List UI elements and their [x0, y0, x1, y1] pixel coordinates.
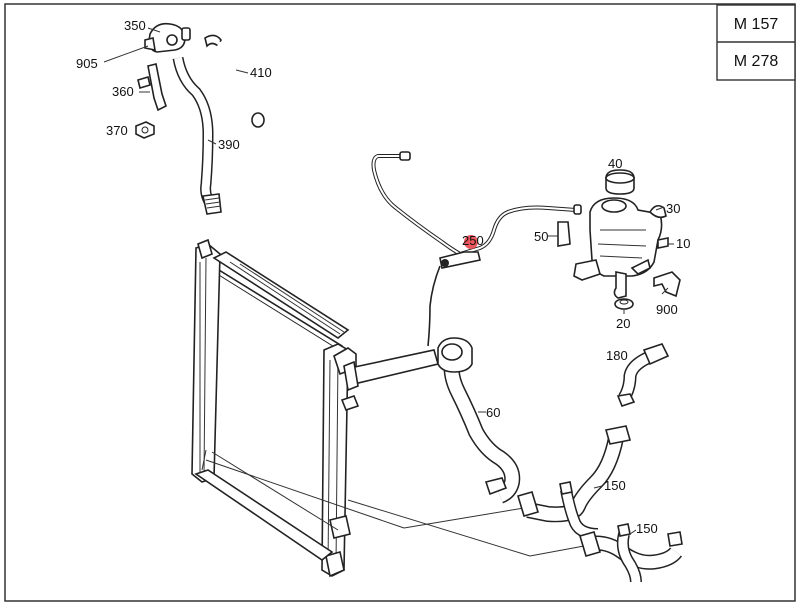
expansion-tank — [548, 169, 681, 314]
engine-code-2: M 278 — [734, 53, 779, 70]
label-250: 250 — [462, 233, 484, 248]
label-900: 900 — [656, 302, 678, 317]
hose-150-upper — [517, 425, 632, 540]
label-370: 370 — [106, 123, 128, 138]
radiator — [191, 238, 585, 578]
label-50: 50 — [534, 229, 548, 244]
label-150-upper: 150 — [604, 478, 626, 493]
label-60: 60 — [486, 405, 500, 420]
hose-150-lower — [579, 523, 683, 583]
label-150-lower: 150 — [636, 521, 658, 536]
pump-assembly — [103, 22, 265, 215]
label-350: 350 — [124, 18, 146, 33]
label-390: 390 — [218, 137, 240, 152]
part-labels: 350 905 410 360 370 390 40 30 50 250 10 … — [76, 18, 690, 536]
vent-line — [371, 151, 582, 347]
label-905: 905 — [76, 56, 98, 71]
engine-code-box: M 157 M 278 — [716, 4, 796, 81]
label-20: 20 — [616, 316, 630, 331]
label-360: 360 — [112, 84, 134, 99]
hose-180 — [616, 343, 670, 407]
label-40: 40 — [608, 156, 622, 171]
highlight-marker — [464, 235, 478, 249]
label-10: 10 — [676, 236, 690, 251]
diagram-frame — [4, 3, 796, 602]
engine-code-1: M 157 — [734, 16, 779, 33]
label-180: 180 — [606, 348, 628, 363]
label-410: 410 — [250, 65, 272, 80]
label-30: 30 — [666, 201, 680, 216]
hose-60 — [437, 337, 521, 504]
